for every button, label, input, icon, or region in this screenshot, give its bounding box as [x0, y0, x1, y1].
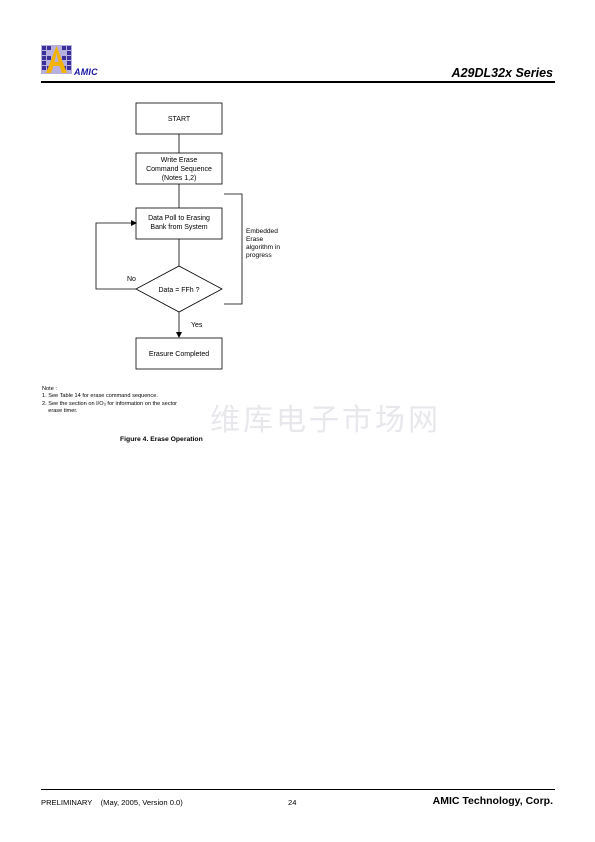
series-title: A29DL32x Series	[451, 66, 553, 80]
notes-heading: Note :	[42, 386, 57, 392]
embedded-line-4: progress	[246, 252, 272, 259]
write-erase-box	[135, 152, 223, 185]
completed-label: Erasure Completed	[149, 351, 209, 358]
embedded-line-3: algorithm in	[246, 244, 280, 251]
amic-logo	[41, 45, 72, 74]
start-label: START	[168, 116, 191, 123]
data-poll-line-1: Data Poll to Erasing	[148, 215, 210, 222]
write-erase-line-1: Write Erase	[161, 157, 198, 164]
header-rule	[41, 81, 555, 83]
write-erase-line-2: Command Sequence	[146, 166, 212, 173]
completed-box	[135, 337, 223, 370]
write-erase-line-3: (Notes 1,2)	[162, 175, 197, 182]
no-label: No	[127, 276, 136, 283]
data-poll-line-2: Bank from System	[150, 224, 207, 231]
data-poll-box	[135, 207, 223, 240]
embedded-bracket	[224, 193, 243, 305]
yes-label: Yes	[191, 322, 203, 329]
embedded-line-1: Embedded	[246, 228, 278, 235]
footer-rule	[41, 789, 555, 790]
notes: Note : 1. See Table 14 for erase command…	[42, 386, 177, 416]
decision-label: Data = FFh ?	[158, 287, 199, 294]
page-number: 24	[288, 798, 297, 807]
figure-caption: Figure 4. Erase Operation	[120, 436, 203, 443]
no-loop-arrow	[95, 220, 137, 290]
footer-company: AMIC Technology, Corp.	[432, 795, 553, 807]
logo-text: AMIC	[74, 67, 98, 77]
footer-status: PRELIMINARY (May, 2005, Version 0.0)	[41, 798, 183, 807]
start-box	[135, 102, 223, 135]
note-item: 1. See Table 14 for erase command sequen…	[42, 393, 158, 400]
embedded-line-2: Erase	[246, 236, 264, 243]
amic-logo-icon	[41, 45, 72, 74]
note-item: erase timer.	[42, 408, 78, 415]
watermark: 维库电子市场网	[210, 403, 441, 438]
note-item: 2. See the section on I/O₃ for informati…	[42, 400, 178, 407]
